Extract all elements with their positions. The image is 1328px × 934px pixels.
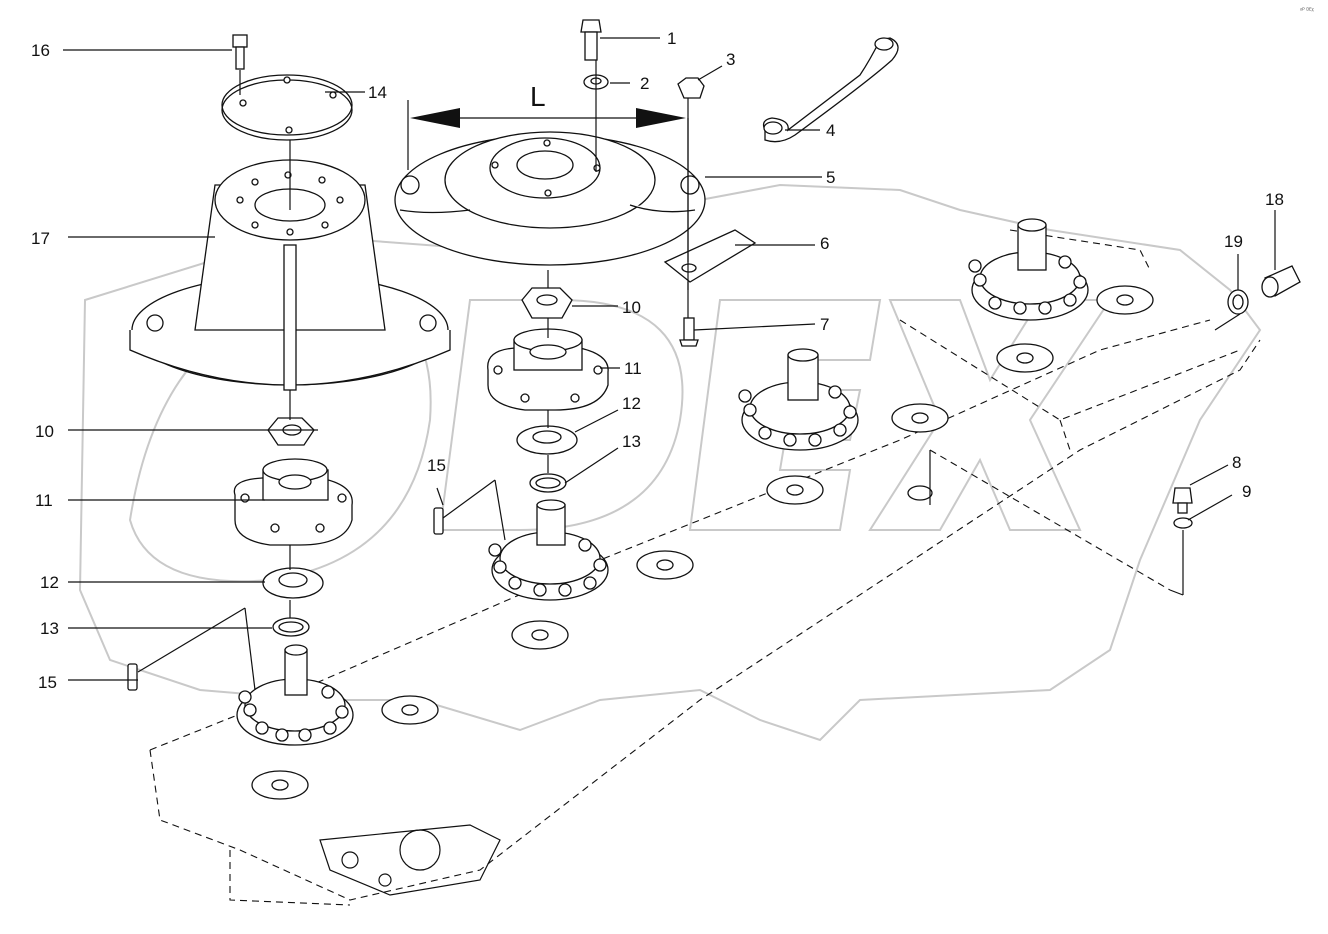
callout-12-middle: 12: [622, 394, 641, 413]
callout-10-middle: 10: [622, 298, 641, 317]
bolt-1: [580, 19, 602, 61]
callout-15-left: 15: [38, 673, 57, 692]
callout-6: 6: [820, 234, 829, 253]
callout-19: 19: [1224, 232, 1243, 251]
callout-11-left: 11: [35, 491, 53, 510]
key-15-middle: [433, 507, 444, 535]
callout-16: 16: [31, 41, 50, 60]
ring-13-left: [272, 617, 310, 637]
blade-disc-5: [394, 131, 706, 266]
callout-9: 9: [1242, 482, 1251, 501]
frame-bolt-holes: [251, 285, 1154, 800]
callout-15-middle: 15: [427, 456, 446, 475]
callout-11-middle: 11: [624, 359, 642, 378]
corner-watermark: ᵒᴾ ᴰᴱᵡ: [1300, 7, 1315, 14]
callout-7: 7: [820, 315, 829, 334]
bearing-housing-11-middle: [487, 328, 609, 411]
callout-13-left: 13: [40, 619, 59, 638]
hub-assembly-2: [488, 499, 609, 601]
callout-14: 14: [368, 83, 387, 102]
washer-9: [1173, 517, 1193, 529]
seal-19: [1227, 289, 1249, 315]
nut-3: [677, 77, 705, 99]
callout-5: 5: [826, 168, 835, 187]
plug-18: [1261, 265, 1301, 298]
callout-18: 18: [1265, 190, 1284, 209]
hub-assembly-1: [236, 644, 354, 746]
callout-13-middle: 13: [622, 432, 641, 451]
wrench-4: [762, 37, 899, 143]
bolt-16: [232, 34, 248, 70]
callout-2: 2: [640, 74, 649, 93]
nut-10-middle: [521, 287, 573, 319]
leader-lines: [63, 37, 1276, 691]
hub-assembly-4: [968, 218, 1089, 321]
callout-4: 4: [826, 121, 835, 140]
washer-12-middle: [516, 425, 578, 455]
key-15-left: [127, 663, 138, 691]
callout-10-left: 10: [35, 422, 54, 441]
bolt-8: [1172, 487, 1193, 514]
hub-assembly-3: [738, 348, 859, 451]
bolt-7: [679, 317, 699, 347]
nut-10-left: [267, 417, 315, 446]
cover-plate-14: [221, 74, 353, 141]
blade-6: [663, 229, 757, 283]
callout-labels: 1 2 3 4 5 6 7 8 9 10 10 11 11 12 12 13 1…: [31, 29, 1284, 692]
bearing-housing-11-left: [233, 458, 353, 546]
callout-12-left: 12: [40, 573, 59, 592]
dimension-label: L: [530, 81, 546, 112]
washer-12-left: [262, 567, 324, 599]
ring-13-middle: [529, 473, 567, 493]
callout-3: 3: [726, 50, 735, 69]
callout-8: 8: [1232, 453, 1241, 472]
callout-17: 17: [31, 229, 50, 248]
callout-1: 1: [667, 29, 676, 48]
